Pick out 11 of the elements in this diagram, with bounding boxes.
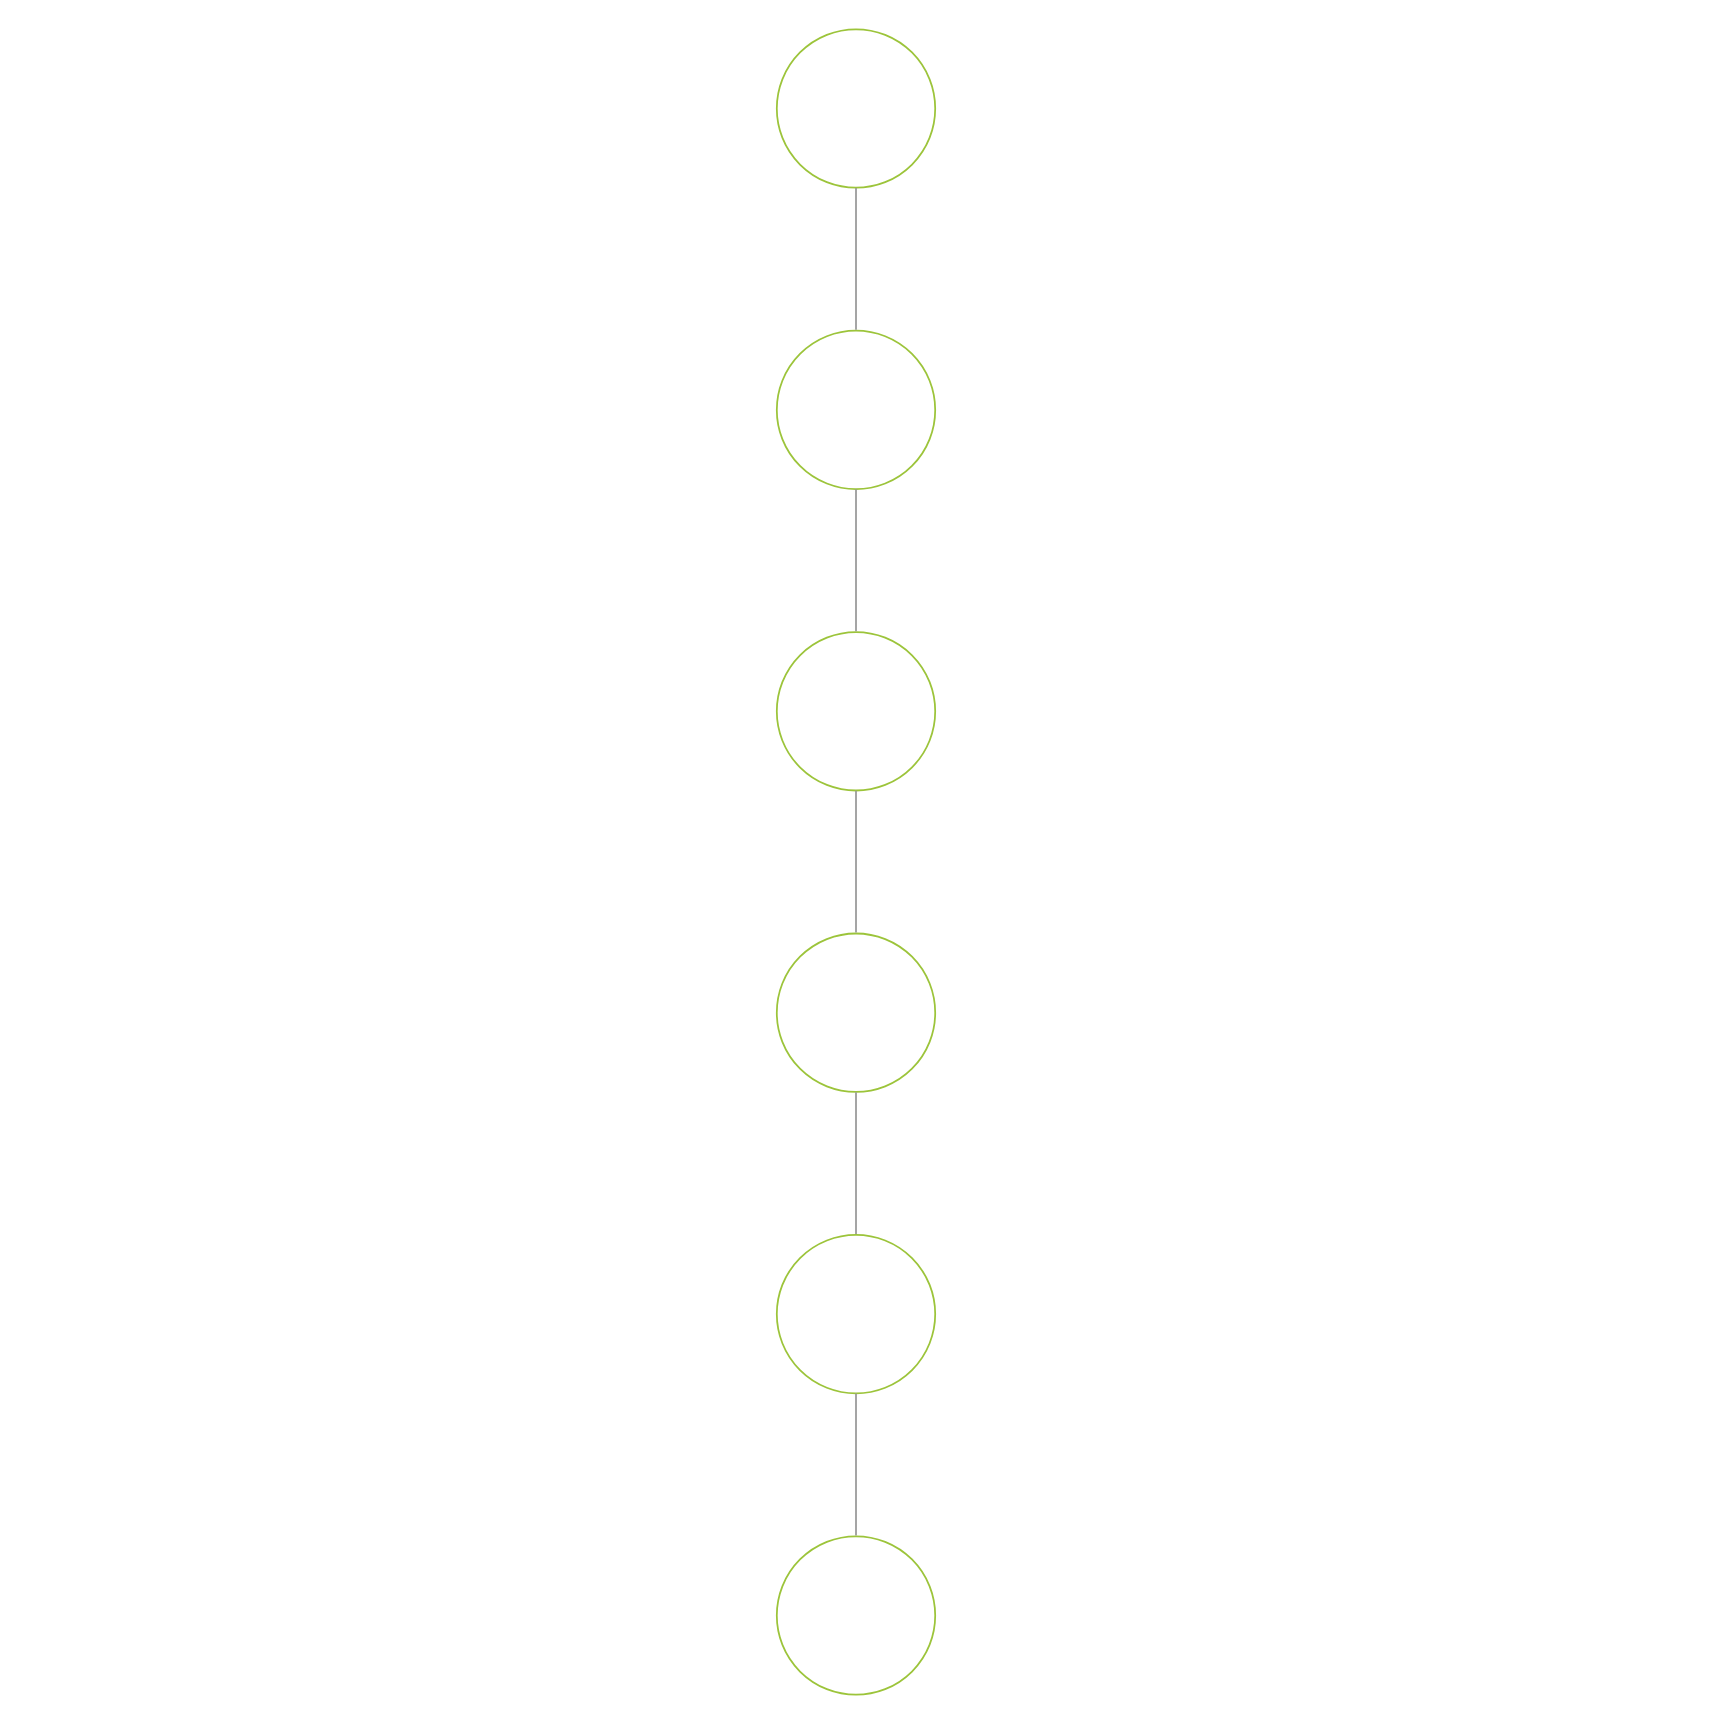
connector	[854, 187, 856, 331]
node-circle	[774, 28, 936, 189]
connector	[854, 488, 856, 633]
node-circle	[774, 631, 936, 792]
connector	[854, 1091, 856, 1235]
node-circle	[774, 1535, 936, 1696]
connector	[854, 1392, 856, 1537]
connector	[854, 789, 856, 934]
node-circle	[774, 932, 936, 1093]
node-circle	[774, 329, 936, 490]
node-circle	[774, 1234, 936, 1395]
